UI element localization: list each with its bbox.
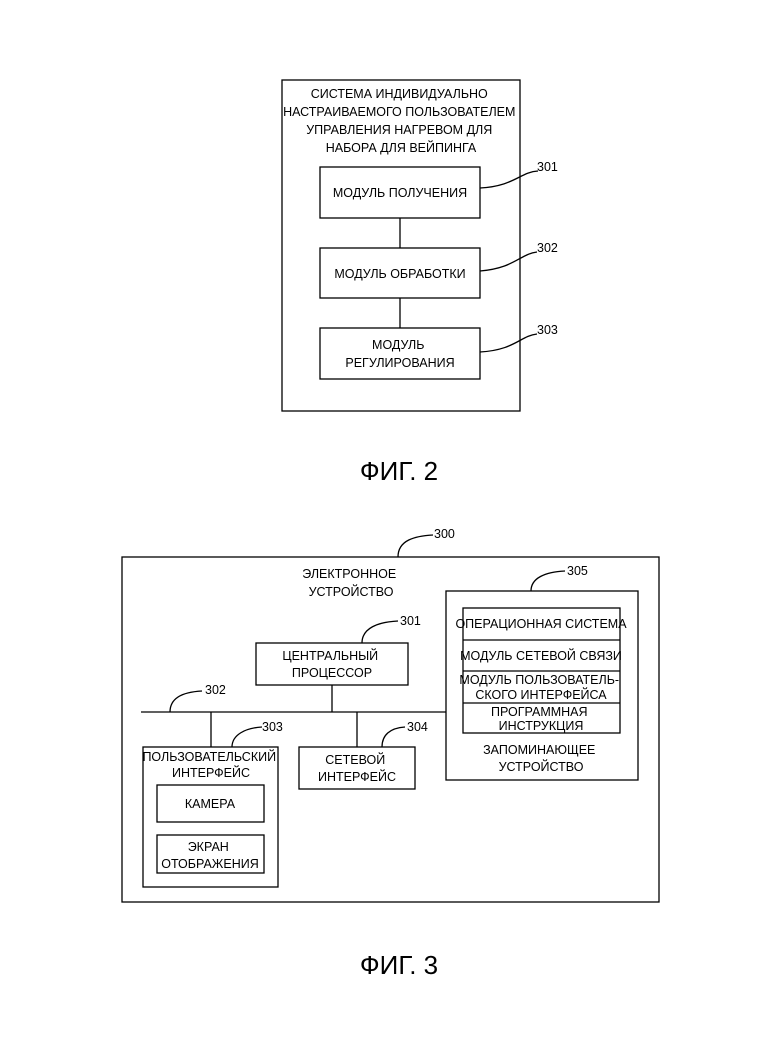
fig3-diagram: 300 ЭЛЕКТРОННОЕ УСТРОЙСТВО ЦЕНТРАЛЬНЫЙ П… xyxy=(122,527,659,980)
fig3-leader-301 xyxy=(362,621,398,643)
fig2-diagram: СИСТЕМА ИНДИВИДУАЛЬНО НАСТРАИВАЕМОГО ПОЛ… xyxy=(282,80,558,486)
fig2-module-process-label: МОДУЛЬ ОБРАБОТКИ xyxy=(334,267,465,281)
fig2-ref-301: 301 xyxy=(537,160,558,174)
fig2-leader-303 xyxy=(480,334,537,352)
fig2-module-regulate-box xyxy=(320,328,480,379)
fig3-cpu-label: ЦЕНТРАЛЬНЫЙ ПРОЦЕССОР xyxy=(282,648,381,680)
fig3-device-title: ЭЛЕКТРОННОЕ УСТРОЙСТВО xyxy=(302,567,399,599)
fig3-leader-300 xyxy=(398,535,433,557)
fig3-ref-303: 303 xyxy=(262,720,283,734)
fig3-network-interface-label: СЕТЕВОЙ ИНТЕРФЕЙС xyxy=(318,752,396,784)
fig2-ref-303: 303 xyxy=(537,323,558,337)
fig3-ref-302: 302 xyxy=(205,683,226,697)
fig3-leader-304 xyxy=(382,727,405,747)
fig3-memory-network-module: МОДУЛЬ СЕТЕВОЙ СВЯЗИ xyxy=(460,648,622,663)
fig3-camera-label: КАМЕРА xyxy=(185,797,236,811)
fig2-system-title: СИСТЕМА ИНДИВИДУАЛЬНО НАСТРАИВАЕМОГО ПОЛ… xyxy=(283,87,519,155)
fig3-leader-305 xyxy=(531,571,565,591)
fig3-memory-title: ЗАПОМИНАЮЩЕЕ УСТРОЙСТВО xyxy=(483,743,599,774)
fig3-caption: ФИГ. 3 xyxy=(360,950,438,980)
fig3-user-interface-label: ПОЛЬЗОВАТЕЛЬСКИЙ ИНТЕРФЕЙС xyxy=(142,749,279,780)
fig2-caption: ФИГ. 2 xyxy=(360,456,438,486)
fig2-leader-302 xyxy=(480,252,537,271)
fig3-ref-301: 301 xyxy=(400,614,421,628)
fig2-ref-302: 302 xyxy=(537,241,558,255)
fig3-memory-os: ОПЕРАЦИОННАЯ СИСТЕМА xyxy=(455,617,627,631)
fig3-leader-302 xyxy=(170,691,202,712)
fig2-module-regulate-label: МОДУЛЬ РЕГУЛИРОВАНИЯ xyxy=(345,338,454,370)
fig3-memory-ui-module: МОДУЛЬ ПОЛЬЗОВАТЕЛЬ- СКОГО ИНТЕРФЕЙСА xyxy=(459,673,622,702)
fig2-leader-301 xyxy=(480,171,538,188)
fig3-ref-304: 304 xyxy=(407,720,428,734)
fig3-ref-305: 305 xyxy=(567,564,588,578)
fig3-leader-303 xyxy=(232,727,262,747)
fig3-display-label: ЭКРАН ОТОБРАЖЕНИЯ xyxy=(161,840,258,871)
fig3-ref-300: 300 xyxy=(434,527,455,541)
fig2-module-acquire-label: МОДУЛЬ ПОЛУЧЕНИЯ xyxy=(333,186,467,200)
fig3-memory-program-instruction: ПРОГРАММНАЯ ИНСТРУКЦИЯ xyxy=(491,705,591,733)
